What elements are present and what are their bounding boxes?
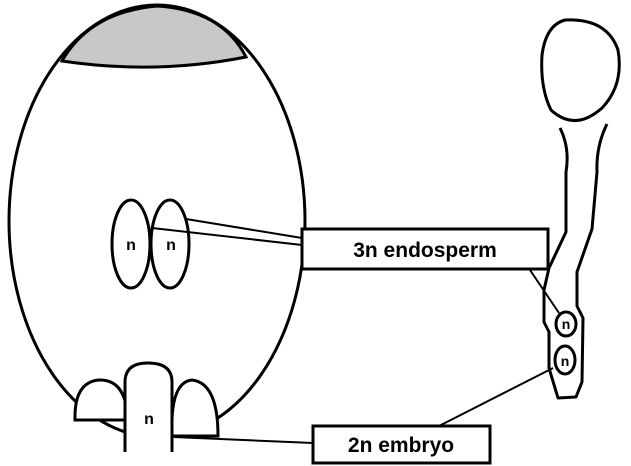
pollen-nucleus-upper-label: n [562, 316, 571, 332]
antipodal-cap [62, 6, 246, 67]
pollen-nucleus-lower-label: n [561, 353, 570, 369]
polar-nucleus-left-label: n [126, 237, 136, 254]
endosperm-label: 3n endosperm [353, 239, 497, 262]
egg-cell [125, 363, 172, 452]
embryo-label: 2n embryo [348, 434, 454, 457]
pollen-grain [542, 20, 620, 121]
polar-nucleus-right-label: n [166, 237, 176, 254]
embryo-line-egg [174, 437, 313, 443]
embryo-line-pollen [439, 368, 553, 426]
egg-cell-label: n [144, 411, 154, 428]
